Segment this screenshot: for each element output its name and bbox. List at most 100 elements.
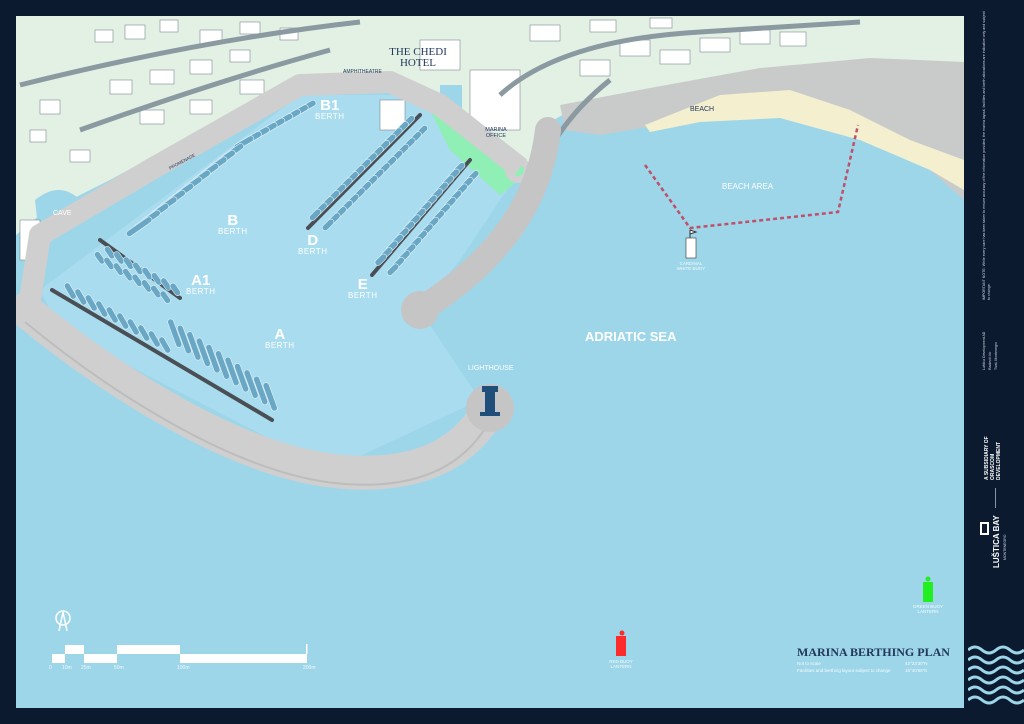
- scale-tick: 200m: [303, 665, 316, 671]
- boat: [167, 318, 183, 348]
- boat: [122, 268, 134, 282]
- orascom-logo: A SUBSIDIARY OF ORASCOM DEVELOPMENT: [984, 436, 1002, 480]
- boat: [253, 375, 269, 406]
- boat: [158, 336, 172, 354]
- beach-area-label: BEACH AREA: [722, 182, 774, 191]
- building: [124, 24, 146, 40]
- plan-title: MARINA BERTHING PLAN: [797, 645, 950, 659]
- building: [189, 99, 213, 115]
- red-buoy-label: RED BUOY LANTERN: [609, 659, 633, 669]
- boat: [215, 350, 230, 380]
- building: [149, 69, 175, 85]
- boat: [140, 279, 153, 293]
- boat: [243, 369, 259, 399]
- east-breakwater: [407, 117, 561, 323]
- green-buoy-icon: [923, 576, 933, 602]
- contact-2: Radovići bb: [988, 351, 992, 370]
- boat: [159, 290, 171, 304]
- building: [109, 79, 133, 95]
- side-panel: IMPORTANT NOTE: While every care has bee…: [968, 0, 1024, 724]
- building: [529, 24, 561, 42]
- boat: [176, 324, 192, 355]
- wave: [968, 695, 1024, 705]
- building: [139, 109, 165, 125]
- beach-area-boundary: [643, 124, 860, 230]
- lustica-logo: LUŠTICA BAY: [992, 515, 1001, 568]
- coord-lon: 18°40'55"E: [905, 668, 928, 673]
- boat: [113, 251, 125, 265]
- scale-tick: 10m: [62, 665, 72, 671]
- subtitle-line-1: Not to scale: [797, 661, 821, 666]
- pier-d: [306, 113, 422, 230]
- building: [469, 69, 521, 131]
- scale-tick: 0: [49, 665, 52, 671]
- boat: [234, 363, 249, 393]
- amphitheatre-label: AMPHITHEATRE: [343, 69, 382, 75]
- boat: [84, 294, 98, 312]
- wave: [968, 675, 1024, 685]
- boat: [74, 288, 88, 306]
- building: [659, 49, 691, 65]
- boat: [386, 263, 399, 276]
- boat: [205, 344, 221, 374]
- boat: [169, 282, 181, 296]
- basin: [40, 95, 520, 470]
- building: [239, 79, 265, 95]
- building: [649, 17, 673, 29]
- promenade-quay: [19, 71, 527, 302]
- contact-3: Tivat, Montenegro: [994, 341, 998, 370]
- boat: [126, 216, 153, 237]
- marina-office-lawn: [430, 110, 525, 195]
- cave-label: CAVE: [53, 210, 72, 217]
- wave-pattern: [968, 645, 1024, 705]
- building: [589, 19, 617, 33]
- building: [699, 37, 731, 53]
- building: [579, 59, 611, 77]
- boat: [126, 318, 140, 336]
- boat: [308, 208, 322, 222]
- scale-bar: [52, 644, 308, 663]
- marina-map: [16, 16, 964, 708]
- important-note: IMPORTANT NOTE: While every care has bee…: [982, 11, 991, 300]
- boat: [116, 312, 130, 330]
- sea-label: ADRIATIC SEA: [585, 329, 677, 344]
- boat: [160, 277, 172, 291]
- building: [239, 21, 261, 35]
- scale-tick: 50m: [114, 665, 124, 671]
- boat: [122, 256, 135, 270]
- red-buoy-icon: [616, 630, 626, 656]
- boat: [186, 331, 202, 361]
- lighthouse-label: LIGHTHOUSE: [468, 365, 514, 372]
- building: [739, 29, 771, 45]
- boat: [150, 272, 163, 286]
- boat: [374, 253, 387, 266]
- cardinal-buoy-label: CARDINAL WHITE BUOY: [676, 261, 706, 271]
- rocky-coast: [560, 58, 964, 200]
- coord-lat: 42°23'30"N: [905, 661, 928, 666]
- wave: [968, 665, 1024, 675]
- boat: [104, 246, 116, 260]
- building: [419, 39, 461, 71]
- boat: [112, 262, 125, 276]
- boat: [196, 337, 211, 367]
- boat: [150, 284, 162, 299]
- boat: [94, 251, 106, 265]
- cardinal-white-buoy-icon: [685, 229, 698, 259]
- wave: [968, 645, 1024, 655]
- beach-sand: [645, 90, 964, 190]
- building: [69, 149, 91, 163]
- boat: [95, 300, 109, 318]
- contact-1: Luštica Development AD: [982, 331, 986, 370]
- north-arrow-icon: [55, 610, 71, 632]
- boat: [63, 282, 77, 300]
- boat: [321, 218, 335, 232]
- building: [779, 31, 807, 47]
- wave: [968, 655, 1024, 665]
- wave: [968, 685, 1024, 695]
